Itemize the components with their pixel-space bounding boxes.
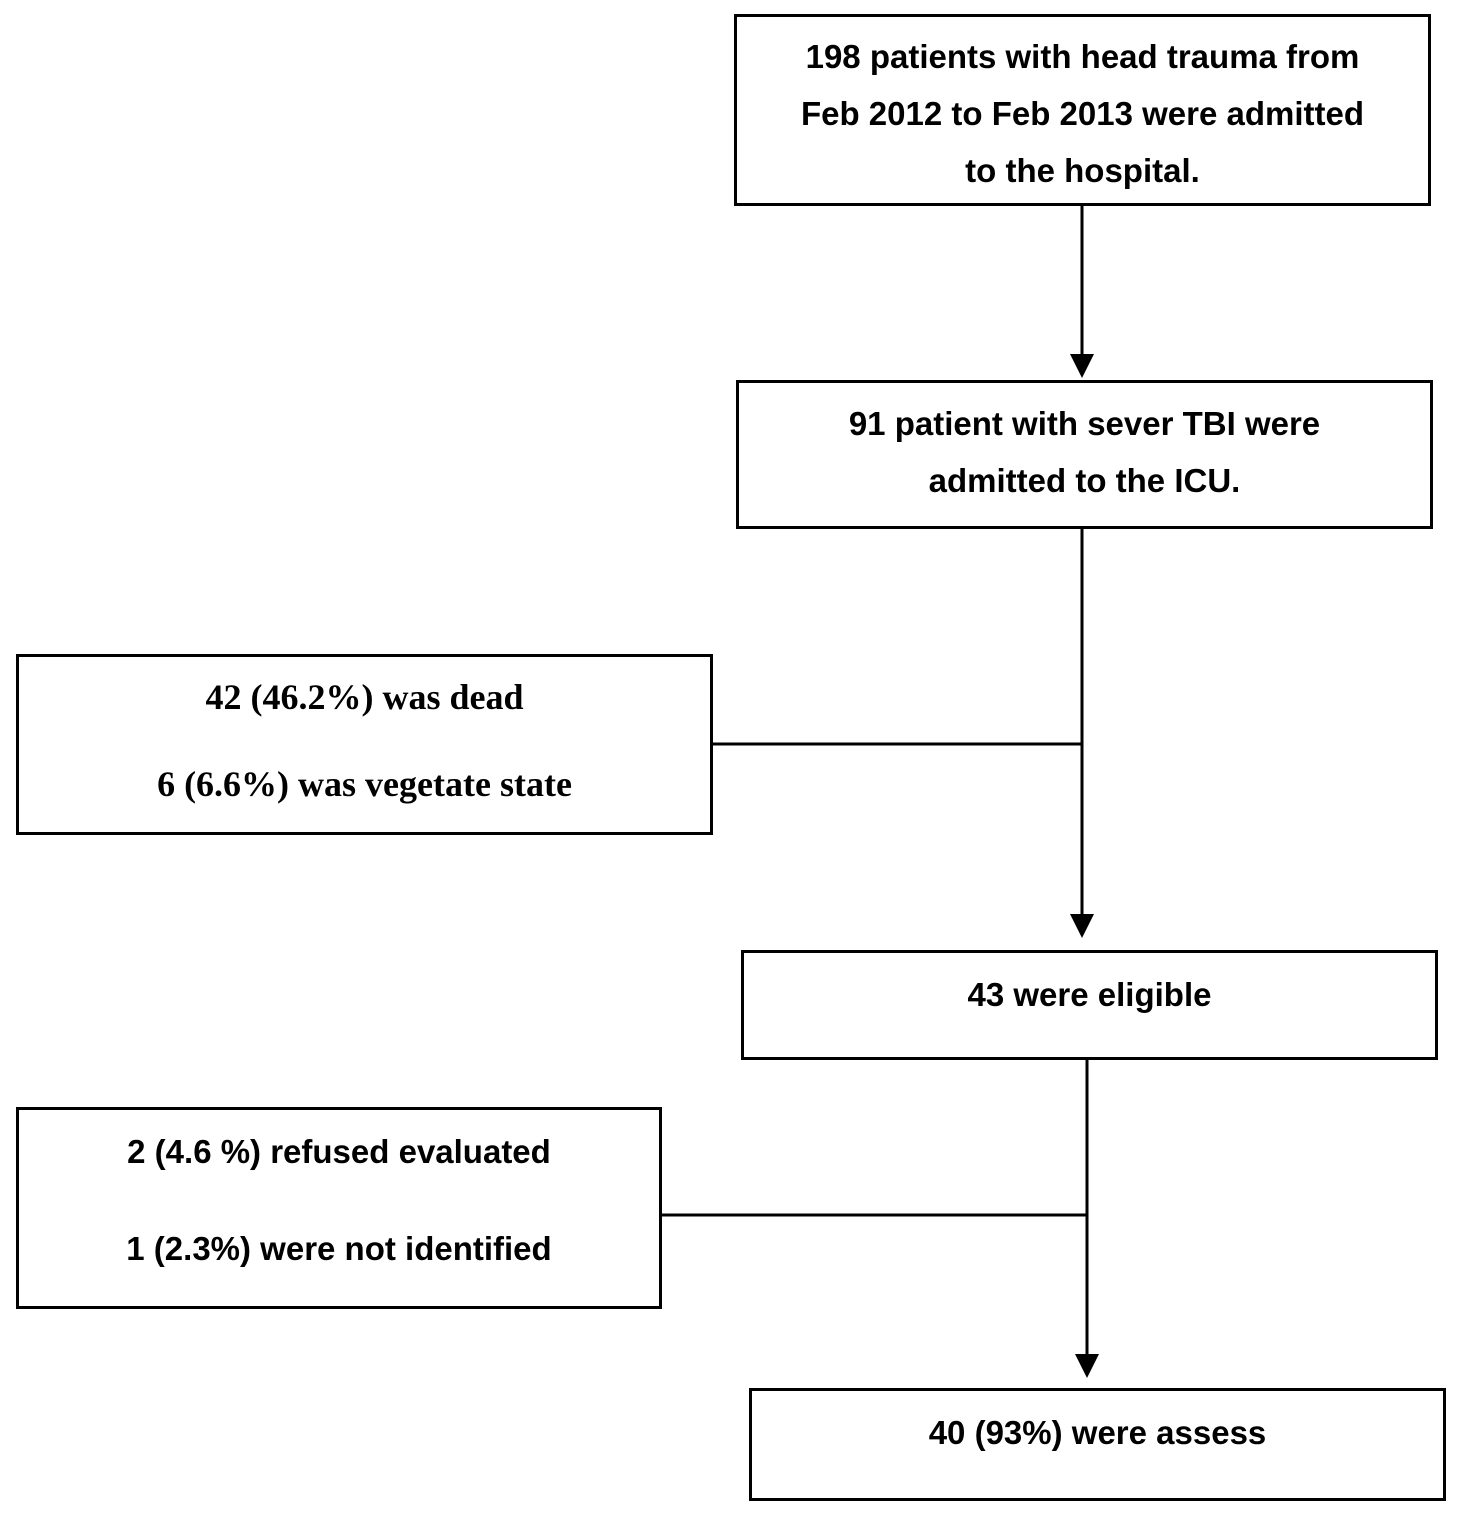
arrowhead-eligible [1070,914,1094,938]
admitted-hospital-line-3: to the hospital. [965,152,1200,189]
assessed-box: 40 (93%) were assess [749,1388,1446,1501]
assessed-text: 40 (93%) were assess [928,1414,1267,1451]
dead-count-text: 42 (46.2%) was dead [205,677,524,717]
admitted-icu-line-1: 91 patient with sever TBI were [848,405,1321,442]
admitted-icu-box: 91 patient with sever TBI were admitted … [736,380,1433,529]
vegetative-count-text: 6 (6.6%) was vegetate state [157,764,572,804]
admitted-hospital-line-2: Feb 2012 to Feb 2013 were admitted [800,95,1365,132]
not-identified-count-text: 1 (2.3%) were not identified [126,1230,552,1267]
admitted-icu-line-2: admitted to the ICU. [928,462,1241,499]
eligible-box: 43 were eligible [741,950,1438,1060]
excluded-first-box: 42 (46.2%) was dead 6 (6.6%) was vegetat… [16,654,713,835]
eligible-text: 43 were eligible [967,976,1212,1013]
refused-count-text: 2 (4.6 %) refused evaluated [127,1133,551,1170]
excluded-second-box: 2 (4.6 %) refused evaluated 1 (2.3%) wer… [16,1107,662,1309]
arrowhead-icu [1070,354,1094,378]
admitted-hospital-box: 198 patients with head trauma from Feb 2… [734,14,1431,206]
arrowhead-assessed [1075,1354,1099,1378]
admitted-hospital-line-1: 198 patients with head trauma from [805,38,1360,75]
